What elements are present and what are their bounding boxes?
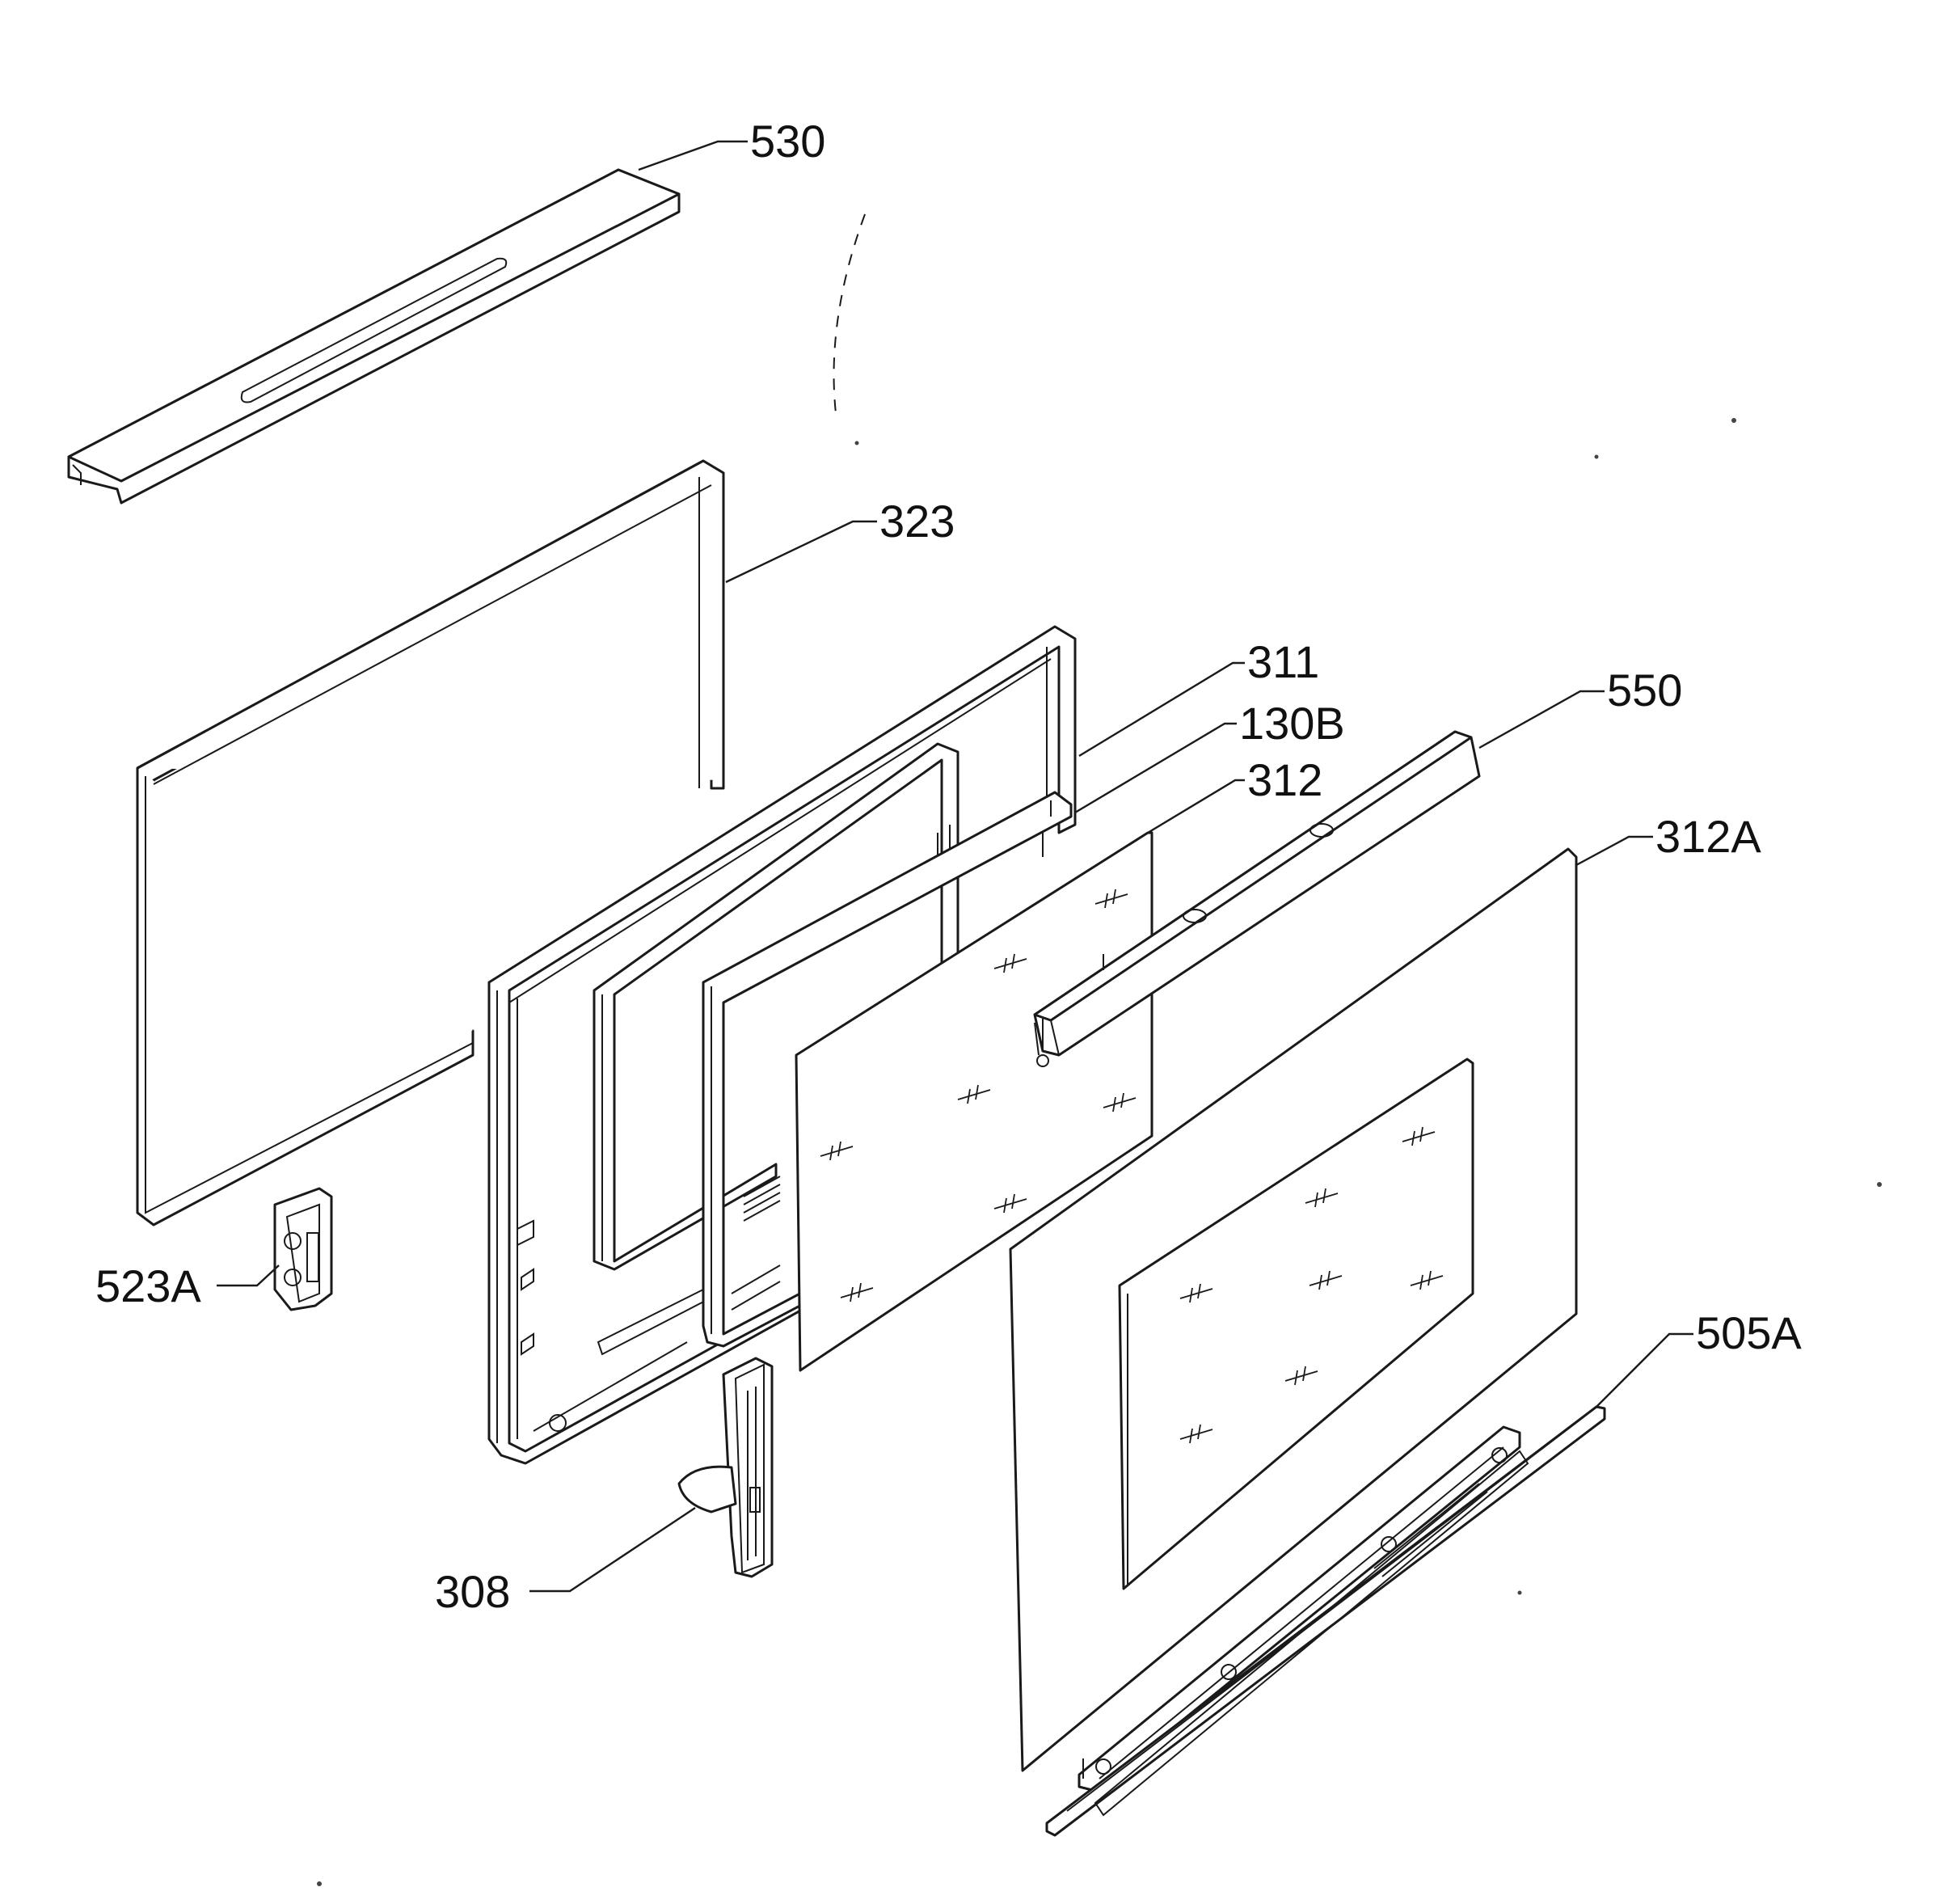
part-311-inner-door-panel [487, 625, 1077, 1465]
part-308-lower-hinge [677, 1357, 774, 1578]
label-312: 312 [1247, 754, 1322, 805]
leader-130B [1074, 722, 1237, 814]
label-312A: 312A [1655, 811, 1761, 862]
leader-530 [638, 140, 748, 171]
leader-323 [725, 520, 877, 584]
label-311: 311 [1247, 636, 1319, 687]
speck [1877, 1182, 1882, 1187]
part-523A-hinge-bracket [273, 1187, 333, 1311]
label-308: 308 [435, 1566, 510, 1617]
speck [317, 1881, 322, 1886]
label-550: 550 [1607, 665, 1682, 716]
label-523A: 523A [95, 1260, 201, 1311]
label-130B: 130B [1239, 698, 1345, 749]
dashed-arc [833, 213, 866, 421]
part-323-door-seal [136, 459, 725, 1226]
leader-312A [1575, 835, 1653, 867]
speck [1517, 1590, 1522, 1595]
leader-523A [217, 1264, 280, 1287]
speck [1594, 454, 1599, 459]
leader-550 [1478, 690, 1605, 749]
leader-312 [1147, 779, 1245, 834]
part-312-inner-glass [795, 831, 1153, 1372]
speck [1731, 418, 1736, 423]
part-312A-outer-glass [1009, 847, 1578, 1772]
leader-308 [529, 1507, 696, 1593]
label-323: 323 [879, 496, 955, 547]
leader-311 [1078, 661, 1245, 758]
speck [854, 441, 859, 445]
part-550-handle [1033, 730, 1481, 1067]
label-530: 530 [750, 116, 825, 167]
part-530-top-trim [67, 168, 681, 504]
label-505A: 505A [1696, 1307, 1802, 1358]
leader-505A [1596, 1332, 1693, 1408]
